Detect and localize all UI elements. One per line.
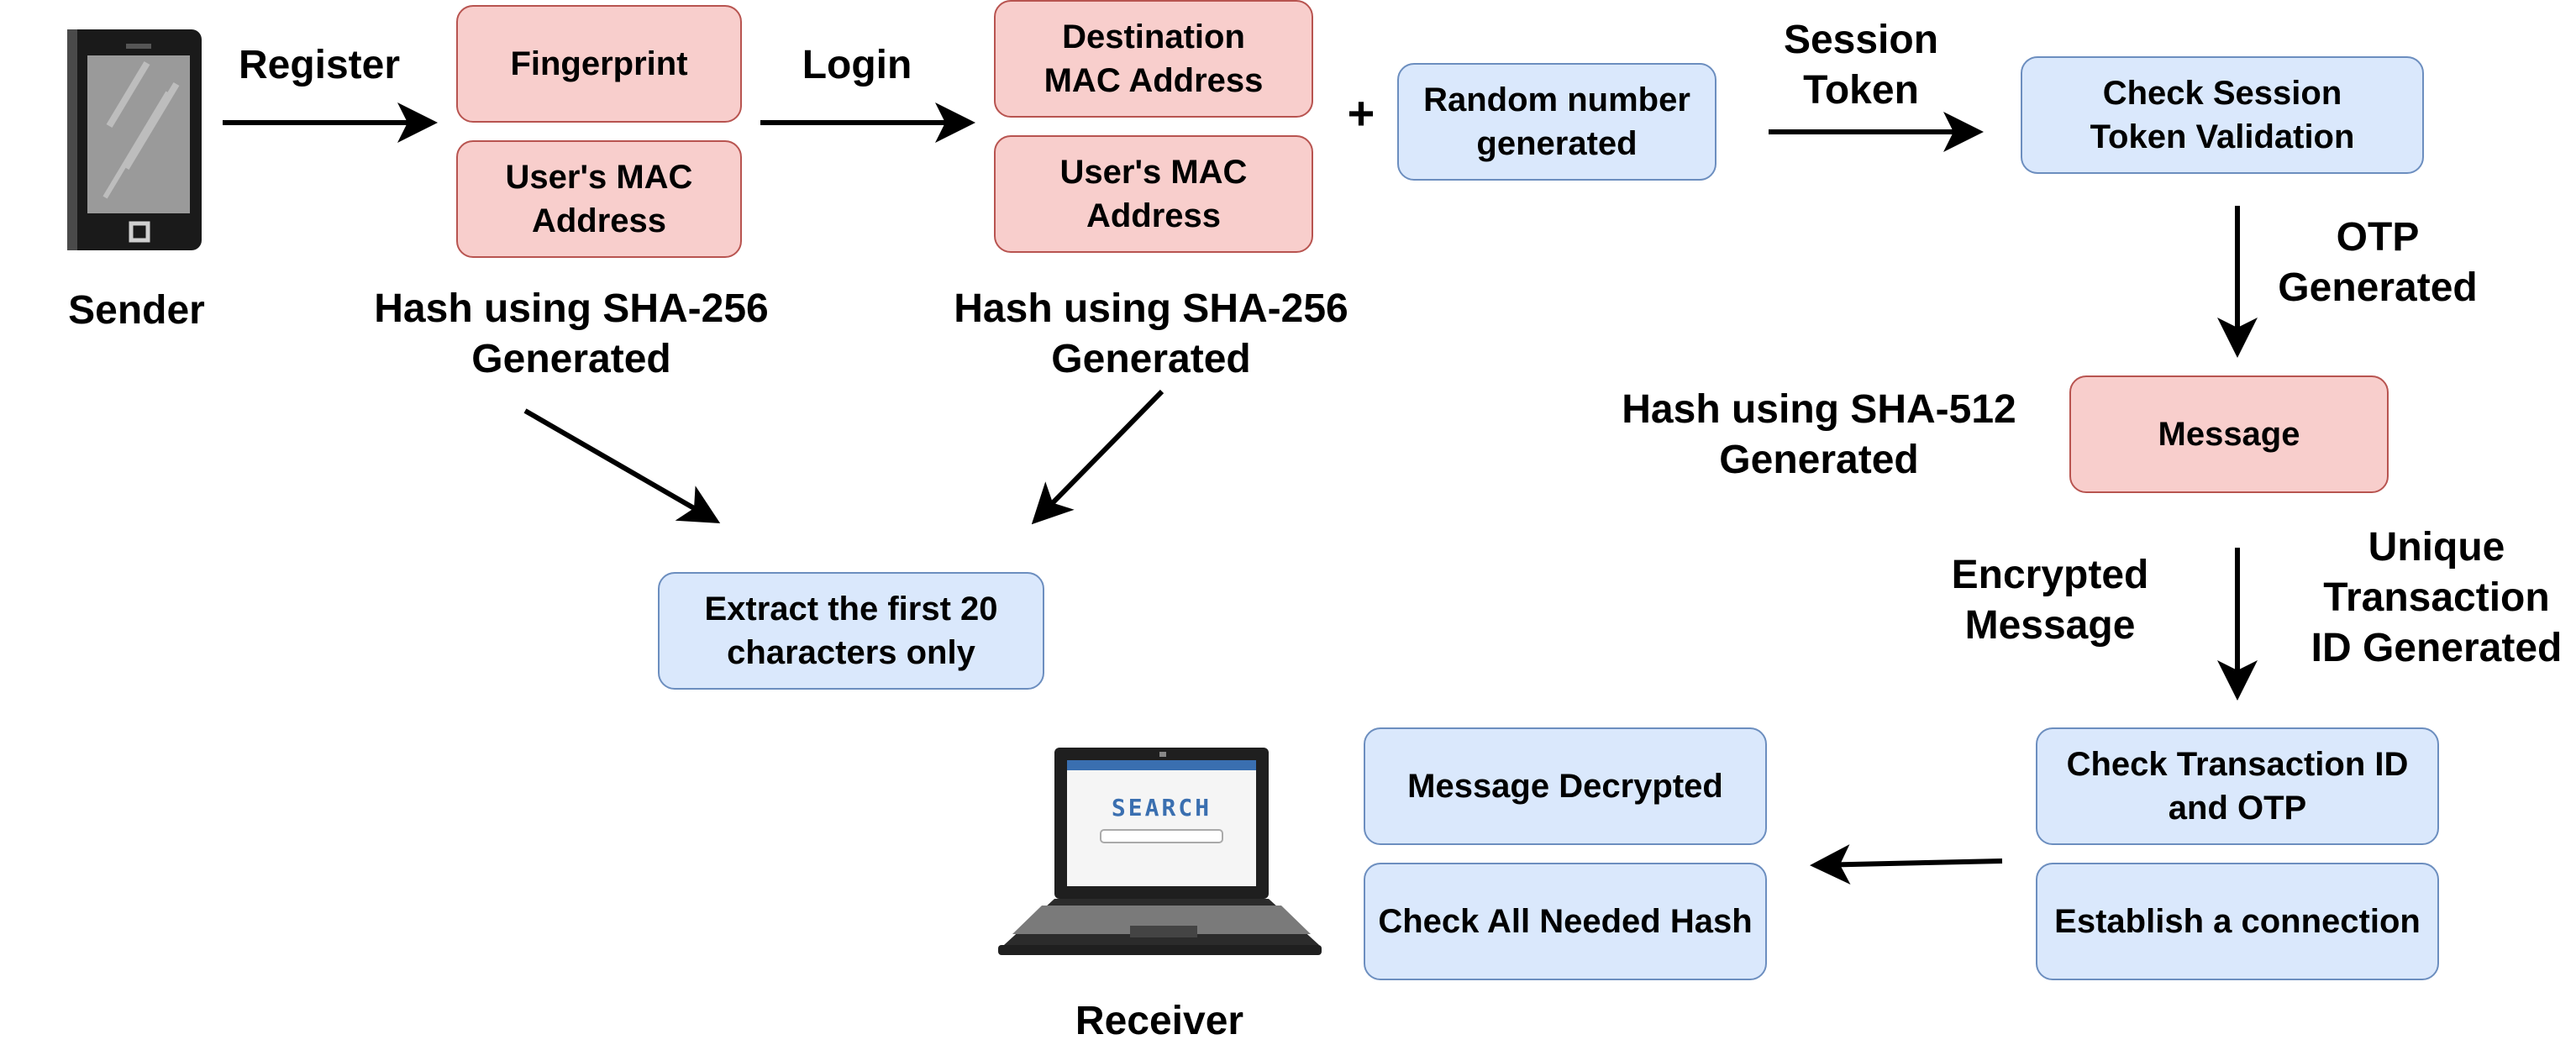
register-users-mac-box: User's MAC Address bbox=[456, 140, 742, 258]
otp-generated-label: OTP Generated bbox=[2278, 215, 2478, 310]
check-all-hash-box: Check All Needed Hash bbox=[1364, 863, 1767, 980]
smartphone-icon bbox=[67, 29, 202, 250]
login-hash-arrow bbox=[1031, 389, 1164, 525]
login-users-mac-box: User's MAC Address bbox=[994, 135, 1313, 253]
receiver-label: Receiver bbox=[1075, 999, 1244, 1043]
register-hash-arrow bbox=[523, 408, 721, 523]
laptop-screen-text: SEARCH bbox=[1111, 794, 1212, 822]
plus-sign: + bbox=[1347, 87, 1375, 139]
register-label: Register bbox=[238, 43, 401, 87]
extract-box: Extract the first 20 characters only bbox=[658, 572, 1044, 690]
check-transaction-box: Check Transaction ID and OTP bbox=[2036, 727, 2439, 845]
session-token-label: Session Token bbox=[1783, 18, 1939, 113]
login-label: Login bbox=[802, 43, 912, 87]
message-box: Message bbox=[2069, 375, 2389, 493]
sha512-hash-label: Hash using SHA-512 Generated bbox=[1622, 387, 2016, 482]
receiver-arrow bbox=[1810, 844, 2003, 885]
register-hash-label: Hash using SHA-256 Generated bbox=[374, 286, 769, 381]
login-hash-label: Hash using SHA-256 Generated bbox=[954, 286, 1348, 381]
encrypted-message-label: Encrypted Message bbox=[1951, 553, 2149, 648]
destination-mac-box: Destination MAC Address bbox=[994, 0, 1313, 118]
message-decrypted-box: Message Decrypted bbox=[1364, 727, 1767, 845]
fingerprint-box: Fingerprint bbox=[456, 5, 742, 123]
laptop-icon bbox=[998, 748, 1322, 955]
random-number-box: Random number generated bbox=[1397, 63, 1716, 181]
sender-label: Sender bbox=[68, 288, 205, 333]
unique-transaction-id-label: Unique Transaction ID Generated bbox=[2311, 525, 2563, 670]
establish-connection-box: Establish a connection bbox=[2036, 863, 2439, 980]
check-session-token-box: Check Session Token Validation bbox=[2021, 56, 2424, 174]
